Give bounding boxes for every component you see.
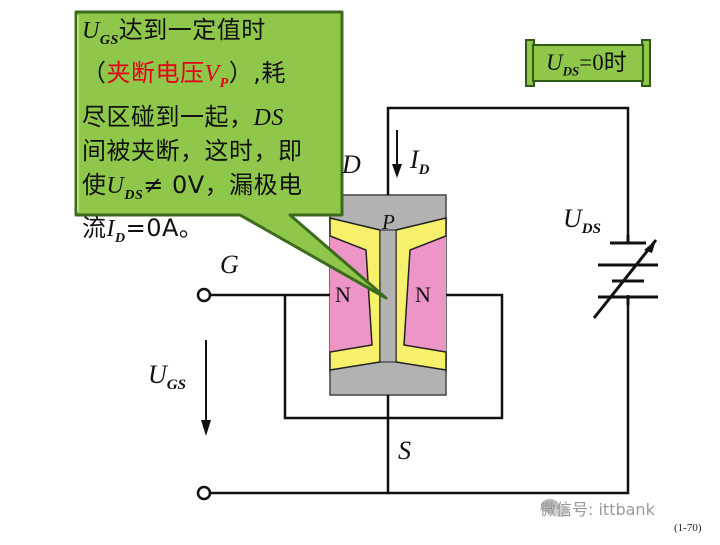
callout-line-2: （夹断电压VP）,耗 [82, 59, 286, 92]
condition-box: UDS=0时 [532, 44, 644, 82]
drain-label: D [342, 150, 361, 179]
n-region-right [404, 236, 446, 352]
n-region-left-label: N [335, 282, 351, 307]
callout-paren-open: （ [82, 59, 107, 88]
callout-line-3: 尽区碰到一起，DS [82, 101, 344, 136]
id-arrow-head [392, 164, 402, 178]
source-label: S [398, 436, 411, 465]
id-sub-callout: D [115, 230, 126, 246]
gate-terminal [196, 287, 212, 303]
callout-line-5: 使UDS≠ 0V，漏极电 [82, 170, 303, 203]
callout-line-4: 间被夹断，这时，即 [82, 135, 344, 169]
callout-line-5-mid: ≠ 0V，漏极电 [143, 170, 303, 199]
wechat-logo [541, 499, 569, 517]
uds-sub-callout: DS [124, 187, 144, 203]
condition-text: =0时 [579, 50, 627, 75]
uds-label: UDS [563, 204, 601, 238]
callout-ds: DS [253, 104, 284, 131]
p-region-label: P [382, 210, 395, 234]
wechat-watermark: 微信号: ittbank [540, 500, 655, 519]
callout-line-5-pre: 使 [82, 170, 107, 199]
callout-paren-close: ）,耗 [228, 59, 286, 88]
ugs-sub: GS [99, 32, 119, 48]
pinchoff-voltage-term: 夹断电压 [106, 59, 205, 88]
condition-sub: DS [562, 63, 580, 79]
page-number: (1-70) [674, 522, 702, 534]
ugs-arrow-head [201, 420, 211, 436]
ugs-sub-label: GS [166, 377, 186, 394]
callout-line-1: UGS达到一定值时 [82, 16, 266, 48]
id-sub: D [418, 162, 430, 179]
id-label: ID [410, 145, 430, 179]
callout-text: UGS达到一定值时 （夹断电压VP）,耗 尽区碰到一起，DS 间被夹断，这时，即… [82, 14, 344, 255]
callout-line-3-text: 尽区碰到一起， [82, 102, 254, 131]
gate-label: G [220, 250, 239, 279]
n-region-right-label: N [415, 282, 431, 307]
callout-bubble [74, 10, 388, 300]
uds-sub: DS [581, 221, 601, 238]
callout-line-6-post: =0A。 [125, 213, 204, 242]
callout-line-6-pre: 流 [82, 213, 107, 242]
circuit-wires [210, 106, 630, 495]
callout-line-4-text: 间被夹断，这时，即 [82, 137, 303, 166]
callout-line-1-rest: 达到一定值时 [118, 16, 266, 44]
callout-line-6: 流ID=0A。 [82, 213, 204, 246]
ugs-label: UGS [148, 360, 186, 394]
source-terminal [196, 485, 212, 501]
uds-battery [592, 235, 658, 319]
battery-variable-arrowhead [644, 240, 656, 253]
vp-sub: P [219, 76, 229, 92]
